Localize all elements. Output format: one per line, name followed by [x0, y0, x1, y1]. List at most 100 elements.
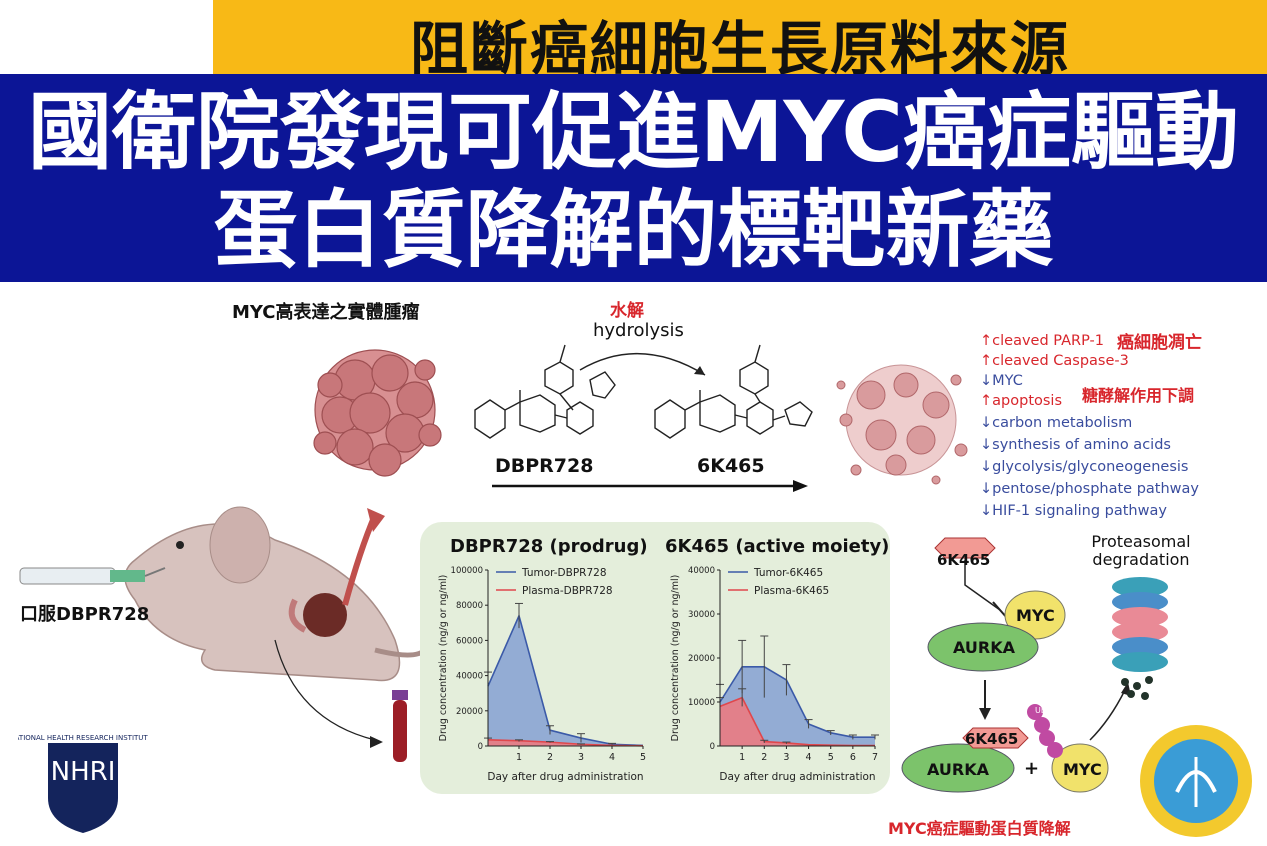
- y-tick-label: 60000: [456, 636, 483, 646]
- aurka-label-1: AURKA: [953, 638, 1015, 657]
- proteasome-illustration: [1112, 577, 1168, 700]
- x-tick-label: 5: [828, 752, 834, 763]
- aurka-oval-1: [927, 622, 1039, 672]
- mouse-eye: [176, 541, 184, 549]
- active-name: 6K465: [697, 455, 765, 477]
- title-banner: 國衛院發現可促進MYC癌症驅動 蛋白質降解的標靶新藥: [0, 74, 1267, 282]
- x-tick-label: 3: [578, 752, 584, 763]
- chart1-title: DBPR728 (prodrug): [450, 536, 648, 557]
- myc-oval-2: [1051, 743, 1109, 793]
- nhri-logo: NHRI NATIONAL HEALTH RESEARCH INSTITUTES: [18, 734, 148, 833]
- glycolysis-zh-label: 糖酵解作用下調: [1082, 386, 1195, 405]
- mouse-tail: [374, 647, 427, 658]
- y-tick-label: 40000: [456, 672, 483, 682]
- tumor-in-mouse: [303, 593, 347, 637]
- myc-label-1: MYC: [1016, 606, 1055, 625]
- blood-arrow: [274, 639, 376, 741]
- y-tick-label: 20000: [456, 707, 483, 717]
- x-tick-label: 5: [640, 752, 646, 763]
- x-axis-label: Day after drug administration: [719, 771, 875, 783]
- tumor-cluster-illustration: [313, 349, 442, 477]
- legend-label: Plasma-6K465: [754, 585, 829, 597]
- mohw-logo: [1140, 725, 1252, 837]
- y-tick-label: 30000: [688, 610, 715, 620]
- hydrolysis-arrow: [579, 353, 706, 376]
- chemical-structures: [474, 344, 813, 439]
- apoptotic-cluster-illustration: [836, 364, 968, 485]
- top-banner: 阻斷癌細胞生長原料來源: [213, 0, 1267, 83]
- series-area-2: [720, 697, 875, 746]
- proteasomal-label: Proteasomal degradation: [1086, 533, 1196, 569]
- chart-panel: [420, 522, 890, 794]
- y-axis-label: Drug concentration (ng/g or ng/ml): [670, 575, 681, 742]
- aurka-label-2: AURKA: [927, 760, 989, 779]
- inhibit-line: [964, 560, 1001, 611]
- svg-text:NATIONAL HEALTH RESEARCH INSTI: NATIONAL HEALTH RESEARCH INSTITUTES: [18, 734, 148, 742]
- aurka-oval-2: [901, 743, 1015, 793]
- drug-label-1: 6K465: [937, 551, 991, 569]
- y-tick-label: 0: [710, 742, 715, 752]
- x-tick-label: 3: [783, 752, 789, 763]
- myc-label-2: MYC: [1063, 760, 1102, 779]
- plus-sign: +: [1024, 758, 1040, 779]
- legend-label: Tumor-6K465: [753, 567, 823, 579]
- degradation-arrow: [1089, 689, 1126, 741]
- drug-hexagon-1: [934, 537, 996, 559]
- title-line-2: 蛋白質降解的標靶新藥: [213, 181, 1054, 279]
- x-tick-label: 7: [872, 752, 878, 763]
- effects-list: ↑cleaved PARP-1 ↑cleaved Caspase-3 ↓MYC ↑ap…: [980, 331, 1199, 521]
- effect-item: ↓glycolysis/glyconeogenesis: [980, 459, 1189, 475]
- conversion-arrow: [492, 480, 808, 492]
- y-axis-label: Drug concentration (ng/g or ng/ml): [438, 575, 449, 742]
- effect-item: ↓pentose/phosphate pathway: [980, 481, 1199, 497]
- effect-item: ↑cleaved Caspase-3: [980, 353, 1129, 369]
- degradation-text: degradation: [1092, 550, 1190, 569]
- effect-item: ↓HIF-1 signaling pathway: [980, 503, 1167, 519]
- effect-item: ↑cleaved PARP-1: [980, 333, 1104, 349]
- hydrolysis-en-label: hydrolysis: [593, 320, 684, 341]
- x-tick-label: 1: [516, 752, 522, 763]
- proteasomal-text: Proteasomal: [1091, 532, 1191, 551]
- x-tick-label: 1: [739, 752, 745, 763]
- y-tick-label: 80000: [456, 601, 483, 611]
- legend-label: Plasma-DBPR728: [522, 585, 613, 597]
- effect-item: ↑apoptosis: [980, 393, 1063, 409]
- series-line-1: [487, 613, 644, 747]
- syringe: [19, 567, 116, 585]
- y-tick-label: 20000: [688, 654, 715, 664]
- tumor-label: MYC高表達之實體腫瘤: [232, 302, 420, 323]
- ubiquitin-chain: [1027, 704, 1063, 758]
- series-line-1: [719, 666, 875, 738]
- series-area-1: [488, 615, 643, 746]
- y-tick-label: 100000: [451, 566, 483, 576]
- hydrolysis-zh-label: 水解: [610, 301, 644, 321]
- apoptosis-zh-label: 癌細胞凋亡: [1117, 333, 1202, 353]
- x-tick-label: 2: [547, 752, 553, 763]
- series-line-2: [719, 696, 875, 747]
- title-line-1: 國衛院發現可促進MYC癌症驅動: [27, 83, 1240, 181]
- benzene-ring-1: [474, 399, 506, 439]
- drug-label-2: 6K465: [965, 730, 1019, 748]
- blood-tube: [392, 690, 408, 762]
- y-tick-label: 40000: [688, 566, 715, 576]
- x-tick-label: 4: [806, 752, 812, 763]
- x-tick-label: 6: [850, 752, 856, 763]
- degradation-zh-label: MYC癌症驅動蛋白質降解: [888, 819, 1071, 838]
- mouse-ear: [209, 506, 271, 584]
- mouse-illustration: [19, 506, 427, 748]
- x-tick-label: 2: [761, 752, 767, 763]
- oral-label: 口服DBPR728: [20, 604, 150, 625]
- svg-text:NHRI: NHRI: [51, 757, 116, 787]
- y-tick-label: 0: [478, 742, 483, 752]
- top-banner-text: 阻斷癌細胞生長原料來源: [409, 15, 1070, 83]
- x-axis-label: Day after drug administration: [487, 771, 643, 783]
- series-area-1: [720, 666, 875, 746]
- chart2-title: 6K465 (active moiety): [665, 536, 890, 557]
- y-tick-label: 10000: [688, 698, 715, 708]
- prodrug-name: DBPR728: [495, 455, 594, 477]
- pathway-diagram: [901, 537, 1131, 793]
- ub-label: Ub: [1035, 706, 1046, 715]
- effect-item: ↓MYC: [980, 373, 1023, 389]
